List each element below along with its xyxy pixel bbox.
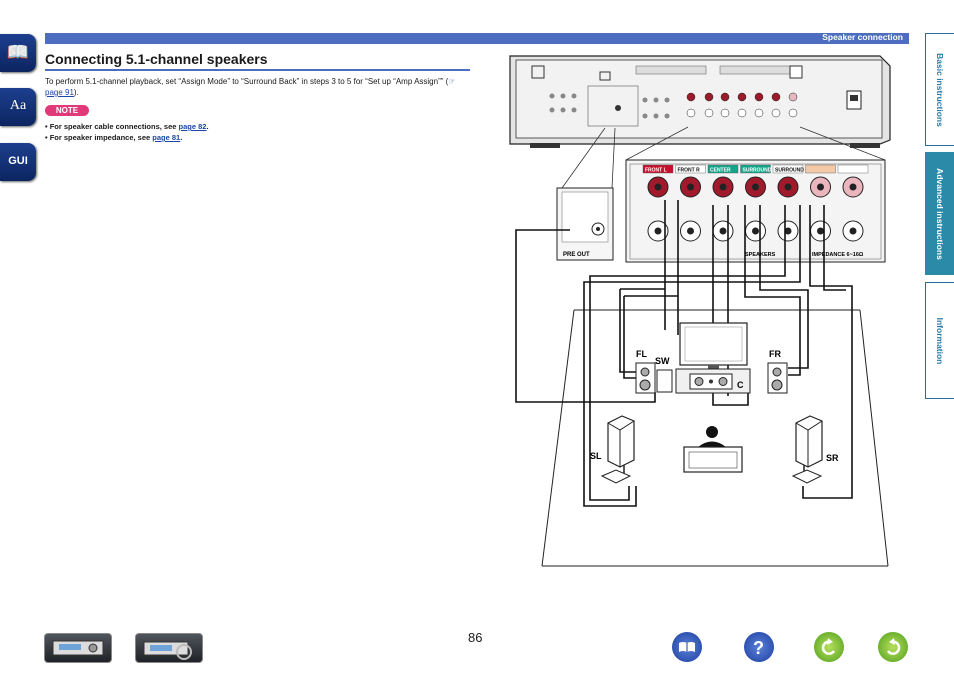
intro-page-link[interactable]: page 91: [45, 88, 74, 97]
gui-icon[interactable]: GUI: [0, 143, 36, 181]
terminal-header-5: [805, 164, 836, 174]
terminal-header-2: [707, 164, 739, 174]
speaker-cables: [515, 200, 853, 507]
label-sw: SW: [655, 356, 670, 366]
terminal-header-3: [740, 164, 771, 174]
terminal-positive-hole-1: [687, 183, 694, 191]
terminal-positive-hole-0: [654, 183, 662, 191]
preout-label: PRE OUT: [563, 252, 590, 258]
open-book-icon: [679, 642, 695, 652]
tab-advanced-instructions[interactable]: Advanced instructions: [925, 152, 954, 275]
question-mark-icon: ?: [753, 638, 764, 658]
panel-impedance-label: IMPEDANCE 6~16Ω: [812, 252, 864, 258]
terminal-header-label-4: SURROUND: [775, 168, 804, 174]
receiver-rear-panel: [509, 55, 891, 148]
front-right-speaker: FR: [767, 349, 788, 394]
index-aa-icon[interactable]: Aa: [0, 88, 36, 126]
preout-zoom-panel: PRE OUT: [556, 187, 614, 261]
front-panel-button[interactable]: [44, 633, 112, 663]
page-title: Connecting 5.1-channel speakers: [45, 51, 268, 67]
impedance-page-link[interactable]: page 81: [152, 133, 181, 142]
terminal-negative-hole-2: [719, 227, 727, 235]
label-fr: FR: [769, 349, 781, 359]
terminal-header-label-2: CENTER: [710, 168, 731, 174]
terminal-negative-hole-5: [817, 227, 824, 235]
front-left-speaker: FL: [635, 349, 656, 394]
terminal-negative-hole-3: [752, 227, 759, 235]
terminal-header-label-3: SURROUND: [743, 168, 772, 174]
cable-page-link[interactable]: page 82: [178, 122, 207, 131]
bullet-cable: • For speaker cable connections, see pag…: [45, 122, 209, 131]
terminal-negative-hole-1: [687, 227, 694, 235]
terminal-positive-hole-2: [719, 183, 727, 191]
terminal-header-label-0: FRONT L: [645, 168, 667, 174]
terminal-positive-hole-5: [817, 183, 824, 191]
terminal-header-0: [642, 164, 674, 174]
terminal-header-1: [675, 164, 706, 174]
display-button[interactable]: [135, 633, 203, 663]
terminal-negative-hole-6: [849, 227, 857, 235]
label-fl: FL: [636, 349, 647, 359]
page-number: 86: [468, 630, 483, 645]
title-underline: [45, 69, 470, 71]
section-title: Speaker connection: [822, 32, 903, 42]
receiver-front-icon: [52, 640, 104, 656]
tv-illustration: [675, 322, 751, 394]
contents-button[interactable]: [672, 632, 702, 662]
terminal-header-6: [837, 164, 869, 174]
header-bar: Speaker connection: [45, 32, 909, 44]
svg-text:?: ?: [753, 638, 764, 658]
terminal-negative-hole-0: [654, 227, 662, 235]
label-sr: SR: [826, 453, 839, 463]
room-outline: [541, 309, 889, 567]
center-speaker: C: [689, 373, 744, 390]
page-ref-icon: ☞: [448, 77, 456, 86]
intro-text: To perform 5.1-channel playback, set “As…: [45, 77, 456, 97]
terminal-negative-hole-4: [784, 227, 792, 235]
terminal-positive-hole-4: [784, 183, 792, 191]
terminal-header-4: [772, 164, 804, 174]
help-button[interactable]: ?: [744, 632, 774, 662]
listener-sofa: [683, 426, 743, 473]
terminal-header-label-1: FRONT R: [678, 168, 701, 174]
surround-left-speaker: SL: [590, 415, 635, 484]
label-c: C: [737, 380, 744, 390]
label-sl: SL: [590, 451, 602, 461]
tab-basic-instructions[interactable]: Basic instructions: [925, 33, 954, 146]
forward-button[interactable]: [878, 632, 908, 662]
back-arrow-icon: [821, 638, 836, 655]
terminal-positive-hole-6: [849, 183, 857, 191]
forward-arrow-icon: [886, 638, 901, 655]
subwoofer: SW: [655, 356, 673, 393]
terminal-positive-hole-3: [752, 183, 759, 191]
surround-right-speaker: SR: [791, 415, 839, 484]
remote-display-icon: [143, 641, 192, 660]
note-badge: NOTE: [45, 105, 89, 116]
bullet-impedance: • For speaker impedance, see page 81.: [45, 133, 183, 142]
contents-book-icon[interactable]: 📖: [0, 34, 36, 72]
back-button[interactable]: [814, 632, 844, 662]
tab-information[interactable]: Information: [925, 282, 954, 399]
